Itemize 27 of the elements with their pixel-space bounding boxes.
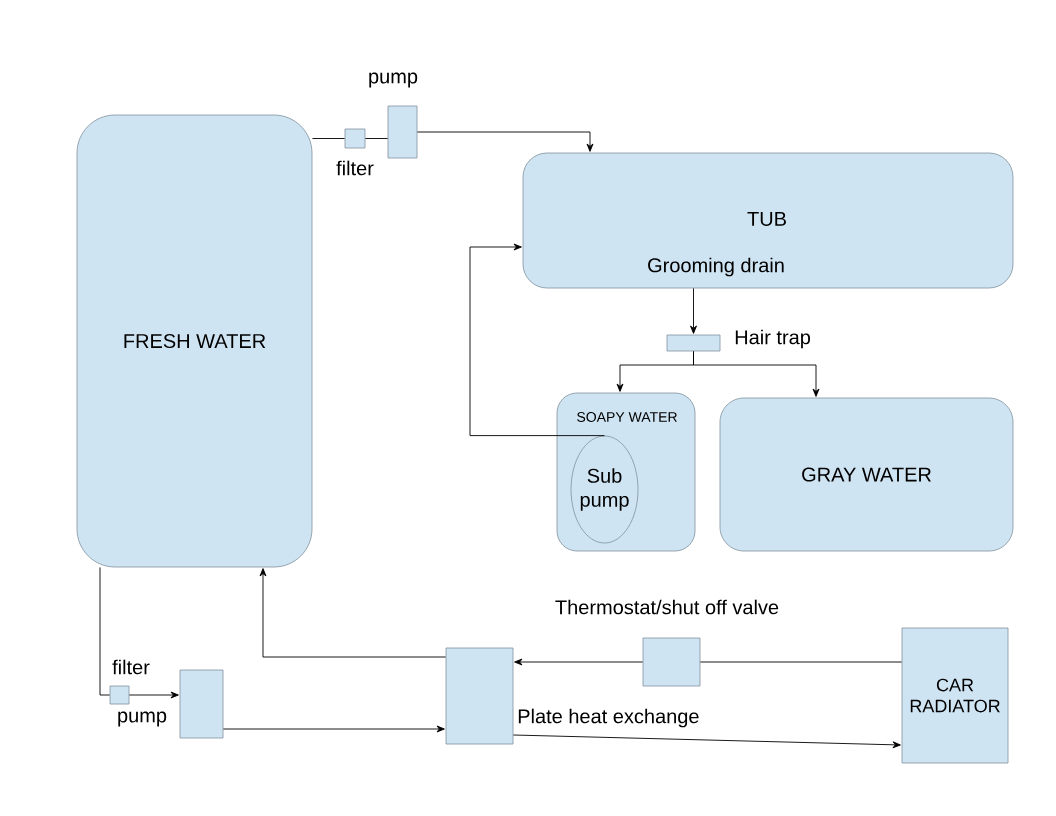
pump-box [387,105,418,159]
pump-box [179,669,224,739]
component-label: Hair trap [735,329,811,349]
arrow [128,691,179,699]
arrow [514,658,644,666]
tank-box: FRESH WATER [76,114,313,568]
component-label: filter [112,659,150,675]
hair-trap-box [666,334,721,352]
tank-box: GRAY WATER [719,397,1014,552]
tub-box: TUB Grooming drain [522,152,1014,289]
arrow [469,243,605,437]
radiator-box: CAR RADIATOR [901,627,1009,764]
component-label: Plate heat exchange [518,708,699,728]
component-label: pump [118,711,167,727]
component-label: pump [369,72,418,88]
arrow [690,287,697,334]
arrow [259,568,447,658]
valve-box [642,637,701,687]
filter-box [109,685,130,705]
filter-box [344,128,366,149]
arrow [512,734,901,749]
arrow [416,131,594,152]
arrow [693,350,820,397]
component-label: Thermostat/shut off valve [555,599,779,615]
heat-exchanger-box [445,647,514,745]
component-label: filter [336,160,374,176]
arrow [222,725,445,733]
